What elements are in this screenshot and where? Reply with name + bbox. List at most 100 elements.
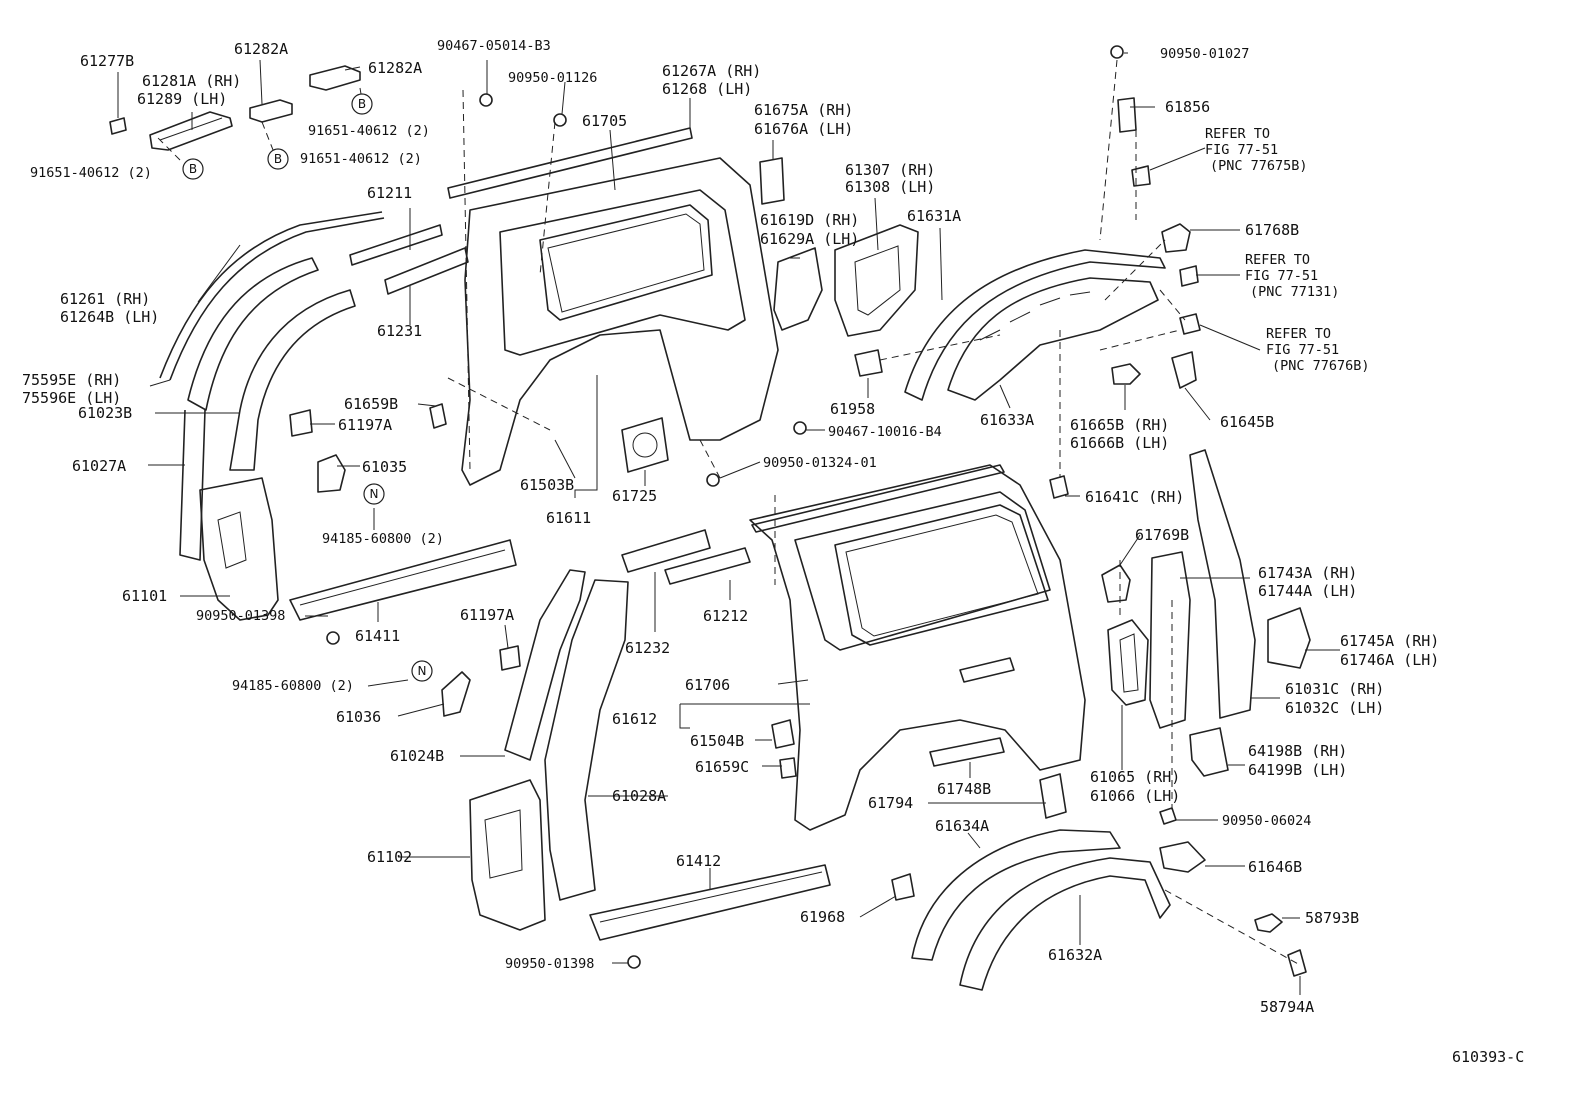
- part-label: 61634A: [935, 817, 989, 835]
- part-label: 61267A (RH): [662, 62, 761, 80]
- part-label: REFER TO: [1245, 252, 1310, 268]
- part-label: 61211: [367, 184, 412, 202]
- part-label: 61676A (LH): [754, 120, 853, 138]
- assembly-lines: [157, 59, 1301, 966]
- part-label: 61281A (RH): [142, 72, 241, 90]
- part-label: 61745A (RH): [1340, 632, 1439, 650]
- part-label: 91651-40612 (2): [308, 123, 430, 139]
- part-label: 61231: [377, 322, 422, 340]
- part-label: 91651-40612 (2): [300, 151, 422, 167]
- part-label: 61035: [362, 458, 407, 476]
- part-label: 61412: [676, 852, 721, 870]
- part-label: 61197A: [338, 416, 392, 434]
- part-label: 61212: [703, 607, 748, 625]
- circle-marker-b-1: B: [182, 158, 204, 180]
- circle-letter: B: [274, 152, 282, 166]
- part-label: 61611: [546, 509, 591, 527]
- part-label: (PNC 77676B): [1272, 358, 1370, 374]
- part-label: 61641C (RH): [1085, 488, 1184, 506]
- part-label: 61768B: [1245, 221, 1299, 239]
- circle-marker-b-3: B: [267, 148, 289, 170]
- part-label: 61675A (RH): [754, 101, 853, 119]
- part-label: 64198B (RH): [1248, 742, 1347, 760]
- part-label: 75596E (LH): [22, 389, 121, 407]
- part-label: 61743A (RH): [1258, 564, 1357, 582]
- part-label: 61659C: [695, 758, 749, 776]
- part-label: 61748B: [937, 780, 991, 798]
- part-label: 61632A: [1048, 946, 1102, 964]
- part-label: 90950-01126: [508, 70, 597, 86]
- part-label: 61619D (RH): [760, 211, 859, 229]
- part-label: 90467-10016-B4: [828, 424, 942, 440]
- part-label: 61232: [625, 639, 670, 657]
- part-label: 61023B: [78, 404, 132, 422]
- part-label: 61268 (LH): [662, 80, 752, 98]
- part-label: 61036: [336, 708, 381, 726]
- part-label: 61282A: [234, 40, 288, 58]
- part-label: 61027A: [72, 457, 126, 475]
- leader-lines: [117, 52, 1340, 995]
- part-label: 61503B: [520, 476, 574, 494]
- part-label: 90950-01398: [196, 608, 285, 624]
- part-label: 94185-60800 (2): [232, 678, 354, 694]
- part-label: 61101: [122, 587, 167, 605]
- part-labels: 61277B 61281A (RH) 61289 (LH) 61282A 612…: [22, 38, 1439, 1016]
- part-label: 61633A: [980, 411, 1034, 429]
- part-label: 61769B: [1135, 526, 1189, 544]
- figure-code: 610393-C: [1452, 1048, 1524, 1066]
- part-label: (PNC 77675B): [1210, 158, 1308, 174]
- part-label: 61289 (LH): [137, 90, 227, 108]
- part-label: 61958: [830, 400, 875, 418]
- circle-letter: B: [189, 162, 197, 176]
- part-label: 94185-60800 (2): [322, 531, 444, 547]
- part-label: 61706: [685, 676, 730, 694]
- part-label: 61705: [582, 112, 627, 130]
- part-label: FIG 77-51: [1266, 342, 1339, 358]
- part-label: 90950-01398: [505, 956, 594, 972]
- part-label: 61631A: [907, 207, 961, 225]
- part-label: 58794A: [1260, 998, 1314, 1016]
- part-label: 61629A (LH): [760, 230, 859, 248]
- circle-marker-n-1: N: [363, 483, 385, 505]
- part-label: 61725: [612, 487, 657, 505]
- circle-letter: B: [358, 97, 366, 111]
- part-label: FIG 77-51: [1245, 268, 1318, 284]
- part-label: 91651-40612 (2): [30, 165, 152, 181]
- part-label: 61504B: [690, 732, 744, 750]
- part-label: FIG 77-51: [1205, 142, 1278, 158]
- part-label: REFER TO: [1205, 126, 1270, 142]
- part-label: 61032C (LH): [1285, 699, 1384, 717]
- part-label: 61066 (LH): [1090, 787, 1180, 805]
- circle-letter: N: [370, 487, 379, 501]
- part-label: 61308 (LH): [845, 178, 935, 196]
- circle-marker-b-2: B: [351, 93, 373, 115]
- part-label: 61666B (LH): [1070, 434, 1169, 452]
- part-label: 90950-01027: [1160, 46, 1249, 62]
- part-label: 75595E (RH): [22, 371, 121, 389]
- part-label: (PNC 77131): [1250, 284, 1339, 300]
- part-label: 61856: [1165, 98, 1210, 116]
- part-label: 61746A (LH): [1340, 651, 1439, 669]
- part-label: 61028A: [612, 787, 666, 805]
- part-label: 61411: [355, 627, 400, 645]
- part-label: 61645B: [1220, 413, 1274, 431]
- part-label: 61065 (RH): [1090, 768, 1180, 786]
- part-label: 61307 (RH): [845, 161, 935, 179]
- circle-letter: N: [418, 664, 427, 678]
- circle-markers: B B B N N: [182, 93, 433, 682]
- part-label: 61264B (LH): [60, 308, 159, 326]
- part-label: 61612: [612, 710, 657, 728]
- part-label: 61282A: [368, 59, 422, 77]
- part-label: 90467-05014-B3: [437, 38, 551, 54]
- part-label: 61646B: [1248, 858, 1302, 876]
- part-outlines: [109, 45, 1311, 991]
- part-label: 61277B: [80, 52, 134, 70]
- circle-marker-n-2: N: [411, 660, 433, 682]
- part-label: 61197A: [460, 606, 514, 624]
- part-label: 64199B (LH): [1248, 761, 1347, 779]
- part-label: 61102: [367, 848, 412, 866]
- part-label: REFER TO: [1266, 326, 1331, 342]
- part-label: 61659B: [344, 395, 398, 413]
